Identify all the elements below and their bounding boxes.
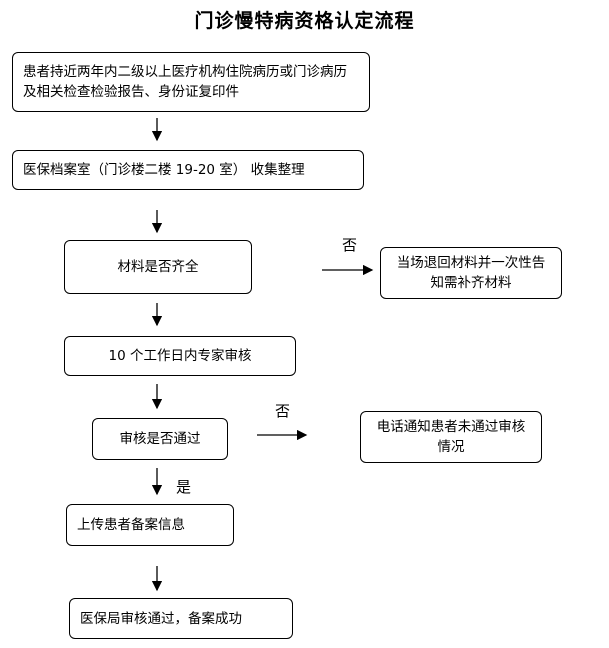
- branch-no-label-1: 否: [342, 236, 358, 254]
- step-collect-archive: 医保档案室（门诊楼二楼 19-20 室） 收集整理: [12, 150, 364, 190]
- branch-no-label-2: 否: [275, 402, 291, 420]
- step-record-success: 医保局审核通过，备案成功: [69, 598, 293, 639]
- step-phone-notify: 电话通知患者未通过审核情况: [360, 411, 542, 463]
- step-review-passed: 审核是否通过: [92, 418, 228, 460]
- step-expert-review: 10 个工作日内专家审核: [64, 336, 296, 376]
- step-upload-record: 上传患者备案信息: [66, 504, 234, 546]
- step-submit-materials: 患者持近两年内二级以上医疗机构住院病历或门诊病历及相关检查检验报告、身份证复印件: [12, 52, 370, 112]
- yes-label: 是: [176, 478, 192, 496]
- step-return-materials: 当场退回材料并一次性告知需补齐材料: [380, 247, 562, 299]
- page-title: 门诊慢特病资格认定流程: [194, 10, 415, 32]
- step-materials-complete: 材料是否齐全: [64, 240, 252, 294]
